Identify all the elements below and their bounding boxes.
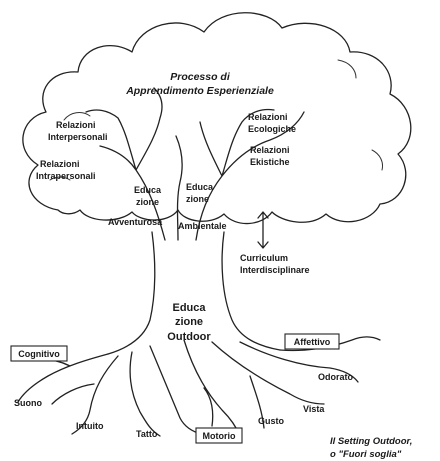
box-motorio-label: Motorio	[203, 431, 236, 441]
box-affettivo: Affettivo	[284, 333, 340, 350]
tree-crown-outline	[22, 12, 412, 225]
root-label-intuito: Intuito	[76, 421, 104, 431]
box-affettivo-label: Affettivo	[294, 337, 331, 347]
label-relazioni-ecologiche-2: Ecologiche	[248, 124, 296, 134]
label-relazioni-interpersonali-1: Relazioni	[56, 120, 96, 130]
trunk-label-2: zione	[175, 316, 203, 328]
diagram-title-line2: Apprendimento Esperienziale	[125, 85, 274, 97]
tree-branches	[85, 87, 305, 241]
label-relazioni-interpersonali-2: Interpersonali	[48, 132, 108, 142]
label-educazione-ambientale-2: zione	[186, 194, 209, 204]
box-motorio: Motorio	[195, 427, 243, 444]
tree-roots	[17, 336, 381, 437]
label-educazione-avventurosa-2: zione	[136, 197, 159, 207]
label-educazione-avventurosa-1: Educa	[134, 185, 162, 195]
label-relazioni-ecologiche-1: Relazioni	[248, 112, 288, 122]
crown-scallop-detail	[49, 59, 383, 181]
tree-trunk	[107, 231, 281, 355]
root-label-suono: Suono	[14, 398, 42, 408]
label-relazioni-ekistiche-1: Relazioni	[250, 145, 290, 155]
caption-line2: o "Fuori soglia"	[330, 449, 402, 460]
root-label-tatto: Tatto	[136, 429, 158, 439]
box-cognitivo: Cognitivo	[10, 345, 68, 362]
diagram-title-line1: Processo di	[170, 71, 231, 83]
caption-line1: Il Setting Outdoor,	[330, 436, 412, 447]
root-label-vista: Vista	[303, 404, 325, 414]
label-curriculum-2: Interdisciplinare	[240, 265, 310, 275]
label-educazione-avventurosa-3: Avventurosa	[108, 217, 163, 227]
label-relazioni-intrapersonali-1: Relazioni	[40, 159, 80, 169]
root-label-odorato: Odorato	[318, 372, 354, 382]
root-label-gusto: Gusto	[258, 416, 285, 426]
trunk-label-1: Educa	[172, 302, 206, 314]
label-relazioni-intrapersonali-2: Intrapersonali	[36, 171, 96, 181]
label-educazione-ambientale-3: Ambientale	[178, 221, 227, 231]
box-cognitivo-label: Cognitivo	[18, 349, 60, 359]
label-relazioni-ekistiche-2: Ekistiche	[250, 157, 290, 167]
trunk-label-3: Outdoor	[167, 331, 211, 343]
label-educazione-ambientale-1: Educa	[186, 182, 214, 192]
label-curriculum-1: Curriculum	[240, 253, 288, 263]
double-arrow	[257, 211, 269, 249]
